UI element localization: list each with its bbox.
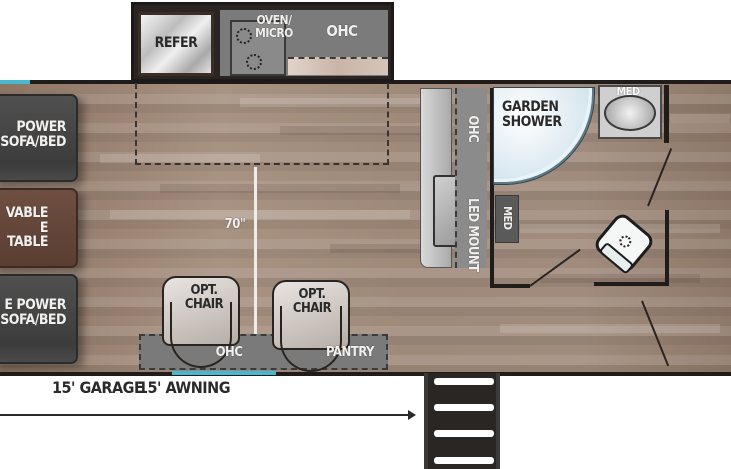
bath-wall-right <box>664 85 669 143</box>
sofa-top-line1: POWER <box>16 119 66 135</box>
ohc-bottom-label: OHC <box>215 345 243 360</box>
floor-plank <box>160 184 400 193</box>
sofa-bottom-line1: E POWER <box>4 297 66 313</box>
step <box>434 457 494 464</box>
chair-left-line2: CHAIR <box>184 296 224 312</box>
chair-left-line1: OPT. <box>190 283 218 298</box>
awning-label: 15' AWNING <box>138 378 231 397</box>
chair-arc <box>170 302 232 368</box>
bath-wall-segment <box>490 284 530 288</box>
refrigerator <box>138 12 214 76</box>
entry-steps <box>424 373 500 469</box>
chair-left-label: OPT. CHAIR <box>176 284 232 311</box>
accent-stripe <box>0 80 30 84</box>
floor-plank <box>110 210 410 219</box>
sofa-top-label: POWER SOFA/BED <box>0 120 66 149</box>
slideout-footprint <box>135 83 389 165</box>
pantry-label: PANTRY <box>326 345 374 360</box>
stove <box>230 20 286 76</box>
floor-plank <box>280 126 480 135</box>
led-mount-label: LED MOUNT <box>464 198 480 272</box>
chair-right-label: OPT. CHAIR <box>284 288 340 315</box>
sofa-top-line2: SOFA/BED <box>0 133 66 150</box>
refer-label: REFER <box>154 35 198 51</box>
sofa-bottom-line2: SOFA/BED <box>0 311 66 328</box>
oven-label-line1: OVEN/ <box>256 13 292 27</box>
med-top-label: MED <box>616 85 640 98</box>
floor-plank <box>540 274 700 283</box>
floor-plank <box>670 114 730 123</box>
burner-icon <box>236 28 252 44</box>
bath-wall-segment <box>665 210 669 286</box>
kitchen-counter-front <box>288 57 388 75</box>
oven-micro-label: OVEN/ MICRO <box>250 14 298 39</box>
removable-table <box>0 188 78 268</box>
accent-stripe <box>172 371 276 375</box>
bath-wall-segment <box>594 282 668 286</box>
ohc-strip <box>455 88 487 268</box>
floor-plank <box>240 98 420 107</box>
center-dimension-line <box>254 167 257 367</box>
power-sofa-bed-bottom <box>0 274 78 364</box>
med-small-label: MED <box>500 206 514 230</box>
ohc-vertical-label: OHC <box>464 115 480 143</box>
medicine-cabinet-small <box>495 195 519 243</box>
ohc-top-label: OHC <box>326 22 358 40</box>
bath-wall <box>490 88 494 288</box>
awning-dimension-line <box>0 414 412 416</box>
garage-label: 15' GARAGE <box>52 378 144 397</box>
chair-right-line1: OPT. <box>298 287 326 302</box>
step <box>434 404 494 411</box>
chair-right-line2: CHAIR <box>292 300 332 316</box>
shower-line1: GARDEN <box>502 99 559 115</box>
optional-chair-left <box>162 276 240 368</box>
table-label: VABLE E TABLE <box>0 205 49 251</box>
arrow-right-icon <box>408 410 416 420</box>
burner-icon <box>246 54 262 70</box>
sofa-bottom-label: E POWER SOFA/BED <box>0 298 66 327</box>
bath-sink-bowl <box>604 95 656 131</box>
chair-arc <box>280 306 342 372</box>
flush-icon <box>616 233 634 250</box>
shower-line2: SHOWER <box>502 113 562 130</box>
oven-label-line2: MICRO <box>255 25 293 40</box>
table-line2: E TABLE <box>7 219 48 251</box>
power-sofa-bed-top <box>0 94 78 182</box>
step <box>434 430 494 437</box>
floor-plank <box>500 324 720 333</box>
ceiling-height-label: 70" <box>224 217 246 232</box>
shower-label: GARDEN SHOWER <box>502 100 566 129</box>
step <box>434 378 494 385</box>
table-line1: VABLE <box>5 205 49 221</box>
optional-chair-right <box>272 280 350 372</box>
floor-plank <box>100 154 260 163</box>
floor-plank <box>330 244 440 253</box>
